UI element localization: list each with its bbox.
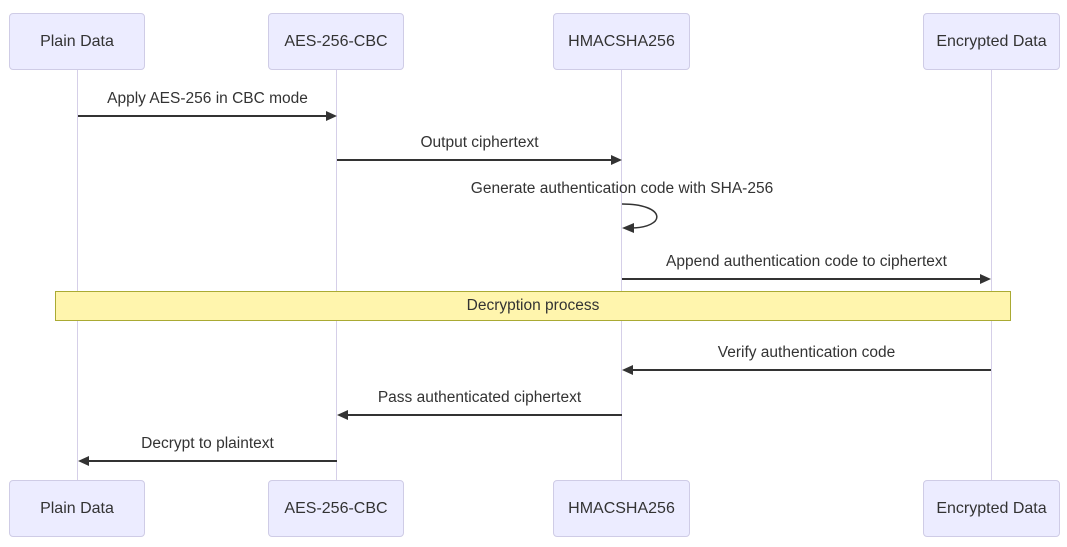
actor-plain-data-bottom: Plain Data (9, 480, 145, 537)
actor-label: Plain Data (40, 499, 114, 517)
actor-label: Plain Data (40, 32, 114, 50)
message-3-self-loop-icon (621, 203, 658, 233)
actor-hmacsha256-top: HMACSHA256 (553, 13, 690, 70)
message-2-line (337, 159, 613, 161)
actor-label: AES-256-CBC (284, 32, 388, 50)
message-7-line (88, 460, 337, 462)
message-4-line (622, 278, 982, 280)
actor-aes-256-cbc-top: AES-256-CBC (268, 13, 404, 70)
message-1-arrowhead-icon (326, 111, 337, 121)
message-5-arrowhead-icon (622, 365, 633, 375)
message-1-label: Apply AES-256 in CBC mode (107, 90, 308, 107)
actor-label: HMACSHA256 (568, 32, 675, 50)
message-5-line (632, 369, 991, 371)
message-4-label: Append authentication code to ciphertext (666, 253, 947, 270)
message-6-label: Pass authenticated ciphertext (377, 389, 582, 406)
message-5-label: Verify authentication code (717, 344, 896, 361)
lifeline-hmacsha256 (621, 70, 622, 480)
actor-plain-data-top: Plain Data (9, 13, 145, 70)
message-6-line (347, 414, 622, 416)
message-3-label: Generate authentication code with SHA-25… (470, 180, 774, 197)
message-4-arrowhead-icon (980, 274, 991, 284)
actor-aes-256-cbc-bottom: AES-256-CBC (268, 480, 404, 537)
note-decryption-process: Decryption process (55, 291, 1011, 321)
actor-label: AES-256-CBC (284, 499, 388, 517)
actor-label: HMACSHA256 (568, 499, 675, 517)
actor-label: Encrypted Data (936, 499, 1047, 517)
lifeline-aes-256-cbc (336, 70, 337, 480)
message-1-line (78, 115, 328, 117)
actor-label: Encrypted Data (936, 32, 1047, 50)
message-7-arrowhead-icon (78, 456, 89, 466)
actor-encrypted-data-top: Encrypted Data (923, 13, 1060, 70)
message-7-label: Decrypt to plaintext (141, 435, 274, 452)
message-2-arrowhead-icon (611, 155, 622, 165)
lifeline-plain-data (77, 70, 78, 480)
note-label: Decryption process (466, 297, 600, 314)
message-6-arrowhead-icon (337, 410, 348, 420)
actor-encrypted-data-bottom: Encrypted Data (923, 480, 1060, 537)
actor-hmacsha256-bottom: HMACSHA256 (553, 480, 690, 537)
message-2-label: Output ciphertext (420, 134, 539, 151)
lifeline-encrypted-data (991, 70, 992, 480)
